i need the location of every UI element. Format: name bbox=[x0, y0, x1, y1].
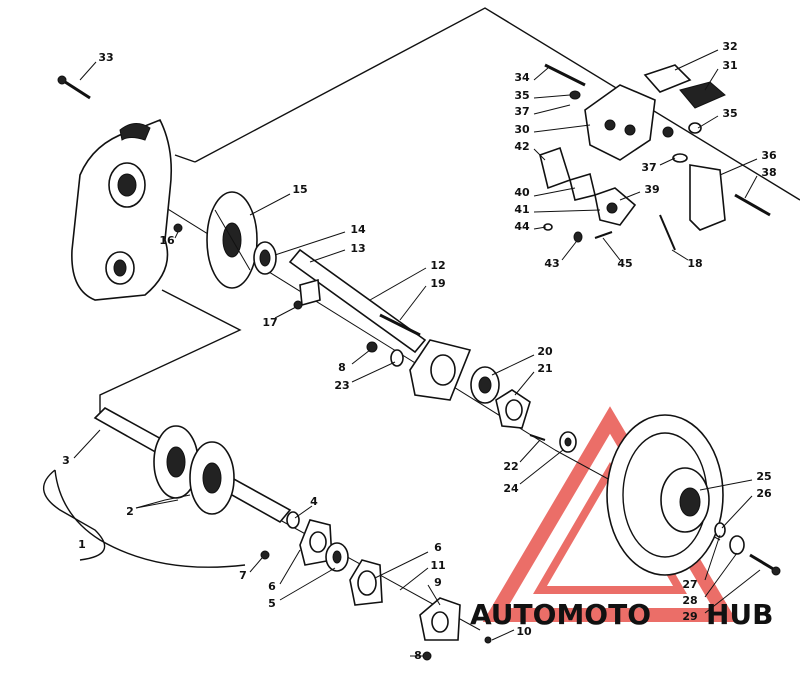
callout-c45: 45 bbox=[617, 257, 632, 270]
bearing-20-icon bbox=[470, 366, 500, 404]
bearing-plate-icon bbox=[366, 339, 472, 401]
screw-7-icon bbox=[260, 550, 270, 560]
callout-c12: 12 bbox=[430, 259, 445, 272]
flange-plate-icon bbox=[299, 519, 333, 566]
callout-c10: 10 bbox=[516, 625, 532, 638]
flange-21-icon bbox=[495, 389, 531, 429]
callout-c18: 18 bbox=[687, 257, 702, 270]
callout-c35a: 35 bbox=[514, 89, 529, 102]
callout-c37b: 37 bbox=[641, 161, 656, 174]
flange-6-icon bbox=[349, 559, 383, 606]
callout-c31: 31 bbox=[722, 59, 737, 72]
callout-c17: 17 bbox=[262, 316, 277, 329]
callout-c41: 41 bbox=[514, 203, 529, 216]
drive-shaft-3-icon bbox=[93, 407, 292, 524]
callout-c5: 5 bbox=[268, 597, 276, 610]
callout-c44: 44 bbox=[514, 220, 530, 233]
callout-c16: 16 bbox=[159, 234, 175, 247]
washer-26-icon bbox=[714, 522, 781, 576]
callout-c14: 14 bbox=[350, 223, 366, 236]
leader-lines bbox=[73, 49, 761, 657]
callout-c8a: 8 bbox=[338, 361, 346, 374]
callout-c38: 38 bbox=[761, 166, 776, 179]
brake-disc-15-icon bbox=[206, 191, 258, 289]
callout-labels: 3315161413171219823202122243214765611910… bbox=[62, 40, 777, 662]
assembly-boundary-lines bbox=[43, 7, 800, 568]
jackshaft-12-icon bbox=[288, 248, 427, 354]
watermark-text-b: HUB bbox=[706, 598, 774, 631]
callout-c7: 7 bbox=[239, 569, 247, 582]
bolt-33-icon bbox=[57, 75, 91, 100]
end-housing-9-icon bbox=[419, 597, 461, 641]
callout-c24: 24 bbox=[503, 482, 519, 495]
callout-c20: 20 bbox=[537, 345, 553, 358]
watermark-text: AUTOMOTO HUB bbox=[470, 598, 774, 631]
callout-c32: 32 bbox=[722, 40, 737, 53]
callout-c19: 19 bbox=[430, 277, 445, 290]
callout-c40: 40 bbox=[514, 186, 530, 199]
callout-c8b: 8 bbox=[414, 649, 422, 662]
callout-c23: 23 bbox=[334, 379, 349, 392]
seal-4-icon bbox=[286, 511, 300, 529]
callout-c22: 22 bbox=[503, 460, 518, 473]
callout-c11: 11 bbox=[430, 559, 445, 572]
callout-c30: 30 bbox=[514, 123, 530, 136]
hub-14-icon bbox=[253, 241, 277, 275]
callout-c25: 25 bbox=[756, 470, 771, 483]
driven-clutch-25-icon bbox=[606, 414, 724, 576]
callout-c37a: 37 bbox=[514, 105, 529, 118]
callout-c6b: 6 bbox=[434, 541, 442, 554]
watermark-text-a: AUTOMOTO bbox=[470, 598, 651, 631]
bolt-22-icon bbox=[529, 434, 546, 441]
callout-c42: 42 bbox=[514, 140, 529, 153]
chaincase-housing-icon bbox=[71, 118, 173, 301]
callout-c35b: 35 bbox=[722, 107, 737, 120]
brake-assembly-icon bbox=[539, 63, 771, 251]
callout-c28: 28 bbox=[682, 594, 697, 607]
fitting-10-icon bbox=[484, 636, 492, 644]
screw-16-icon bbox=[173, 223, 183, 233]
callout-c15: 15 bbox=[292, 183, 307, 196]
callout-c21: 21 bbox=[537, 362, 552, 375]
callout-c34: 34 bbox=[514, 71, 530, 84]
bearing-5-icon bbox=[325, 542, 349, 572]
callout-c36: 36 bbox=[761, 149, 777, 162]
callout-c27: 27 bbox=[682, 578, 697, 591]
callout-c1: 1 bbox=[78, 538, 86, 551]
callout-c2: 2 bbox=[126, 505, 134, 518]
callout-c33: 33 bbox=[98, 51, 113, 64]
callout-c39: 39 bbox=[644, 183, 659, 196]
callout-c13: 13 bbox=[350, 242, 365, 255]
callout-c3: 3 bbox=[62, 454, 70, 467]
callout-c43: 43 bbox=[544, 257, 559, 270]
nut-8-icon bbox=[422, 651, 432, 661]
key-19-icon bbox=[379, 313, 421, 337]
callout-c6a: 6 bbox=[268, 580, 276, 593]
washer-24-icon bbox=[559, 431, 577, 453]
callout-c29: 29 bbox=[682, 610, 697, 623]
callout-c4: 4 bbox=[310, 495, 318, 508]
callout-c9: 9 bbox=[434, 576, 442, 589]
callout-c26: 26 bbox=[756, 487, 772, 500]
